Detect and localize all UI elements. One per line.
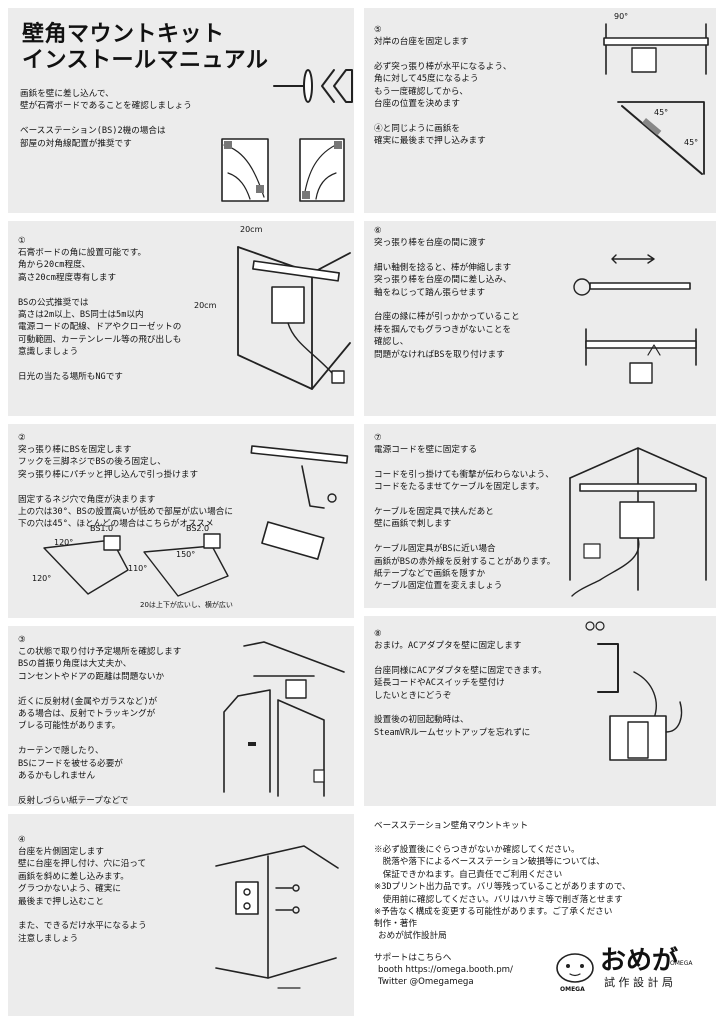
step-2-number: ② (18, 433, 26, 443)
step-8-panel: ⑧ おまけ。ACアダプタを壁に固定します 台座同様にACアダプタを壁に固定できま… (364, 616, 716, 806)
angle-90-label: 90° (614, 12, 629, 21)
info-notes: ※必ず設置後にぐらつきがないか確認してください。 脱落や落下によるベースステーシ… (374, 845, 631, 918)
angle-150-label: 150° (176, 550, 196, 559)
mount-base-illustration (215, 845, 339, 989)
support-label: サポートはこちらへ (374, 953, 452, 963)
pole-extend-illustration (573, 254, 697, 384)
hook-attach-illustration (250, 445, 349, 560)
thumbtack-insert-illustration (273, 69, 353, 103)
step-6-number: ⑥ (374, 226, 382, 236)
step-1-text: 石膏ボードの角に設置可能です。 角から20cm程度、 高さ20cm程度専有します… (18, 248, 182, 383)
twitter-link[interactable]: Twitter @Omegamega (378, 977, 474, 987)
step-7-text: 電源コードを壁に固定する コードを引っ掛けても衝撃が伝わらないよう、 コードをた… (374, 445, 556, 592)
step-8-text: おまけ。ACアダプタを壁に固定します 台座同様にACアダプタを壁に固定できます。… (374, 641, 547, 738)
corner-room-illustration (237, 246, 351, 390)
mascot-text: OMEGA (560, 986, 585, 993)
step-2-text: 突っ張り棒にBSを固定します フックを三脚ネジでBSの後ろ固定し、 突っ張り棒に… (18, 445, 233, 530)
base-alignment-illustration (603, 23, 709, 175)
mascot-logo-icon (556, 953, 594, 983)
step-7-number: ⑦ (374, 433, 382, 443)
logo-sub: 試 作 設 計 局 (604, 976, 673, 989)
credit-name: おめが試作設計局 (378, 931, 447, 941)
step-4-panel: ④ 台座を片側固定します 壁に台座を押し付け、穴に沿って 画鋲を斜めに差し込みま… (8, 814, 354, 1016)
step-5-panel: ⑤ 対岸の台座を固定します 必ず突っ張り棒が水平になるよう、 角に対して45度に… (364, 8, 716, 213)
logo-tag: OMEGA (670, 960, 693, 967)
angle-45a-label: 45° (654, 108, 669, 117)
step-4-number: ④ (18, 835, 26, 845)
dim-height-label: 20cm (194, 301, 217, 310)
angle-range-illustration (43, 533, 229, 597)
step-3-text: この状態で取り付け予定場所を確認します BSの首振り角度は大丈夫か、 コンセント… (18, 647, 182, 806)
angle-120a-label: 120° (54, 538, 74, 547)
logo-main: おめが (600, 946, 679, 976)
bs20-label: BS2.0 (186, 524, 210, 533)
intro-panel: 壁角マウントキット インストールマニュアル 画鋲を壁に差し込んで、 壁が石膏ボー… (8, 8, 354, 213)
credit-label: 制作・著作 (374, 919, 417, 929)
step-3-panel: ③ この状態で取り付け予定場所を確認します BSの首振り角度は大丈夫か、 コンセ… (8, 626, 354, 806)
dim-width-label: 20cm (240, 225, 263, 234)
step-1-panel: ① 石膏ボードの角に設置可能です。 角から20cm程度、 高さ20cm程度専有し… (8, 221, 354, 416)
room-door-illustration (223, 641, 345, 797)
step-7-panel: ⑦ 電源コードを壁に固定する コードを引っ掛けても衝撃が伝わらないよう、 コード… (364, 424, 716, 608)
booth-link[interactable]: booth https://omega.booth.pm/ (378, 965, 513, 975)
step-5-number: ⑤ (374, 25, 382, 35)
step-5-text: 対岸の台座を固定します 必ず突っ張り棒が水平になるよう、 角に対して45度になる… (374, 37, 512, 147)
angle-45b-label: 45° (684, 138, 699, 147)
range-note: 20は上下が広いし、横が広い (140, 601, 233, 609)
angle-110-label: 110° (128, 564, 148, 573)
bs10-label: BS1.0 (90, 524, 114, 533)
step-2-panel: ② 突っ張り棒にBSを固定します フックを三脚ネジでBSの後ろ固定し、 突っ張り… (8, 424, 354, 618)
info-title: ベースステーション壁角マウントキット (374, 821, 529, 831)
diagonal-placement-illustration (221, 138, 345, 202)
ac-adapter-illustration (585, 621, 683, 761)
step-3-number: ③ (18, 635, 26, 645)
step-6-text: 突っ張り棒を台座の間に渡す 細い軸側を捻ると、棒が伸縮します 突っ張り棒を台座の… (374, 238, 520, 360)
info-panel: ベースステーション壁角マウントキット ※必ず設置後にぐらつきがないか確認してくだ… (364, 814, 716, 1016)
step-8-number: ⑧ (374, 629, 382, 639)
step-1-number: ① (18, 236, 26, 246)
intro-text: 画鋲を壁に差し込んで、 壁が石膏ボードであることを確認しましょう ベースステーシ… (20, 89, 192, 149)
step-4-text: 台座を片側固定します 壁に台座を押し付け、穴に沿って 画鋲を斜めに差し込みます。… (18, 847, 147, 944)
angle-120b-label: 120° (32, 574, 52, 583)
step-6-panel: ⑥ 突っ張り棒を台座の間に渡す 細い軸側を捻ると、棒が伸縮します 突っ張り棒を台… (364, 221, 716, 416)
cable-routing-illustration (569, 447, 707, 597)
page-title: 壁角マウントキット インストールマニュアル (22, 22, 269, 73)
